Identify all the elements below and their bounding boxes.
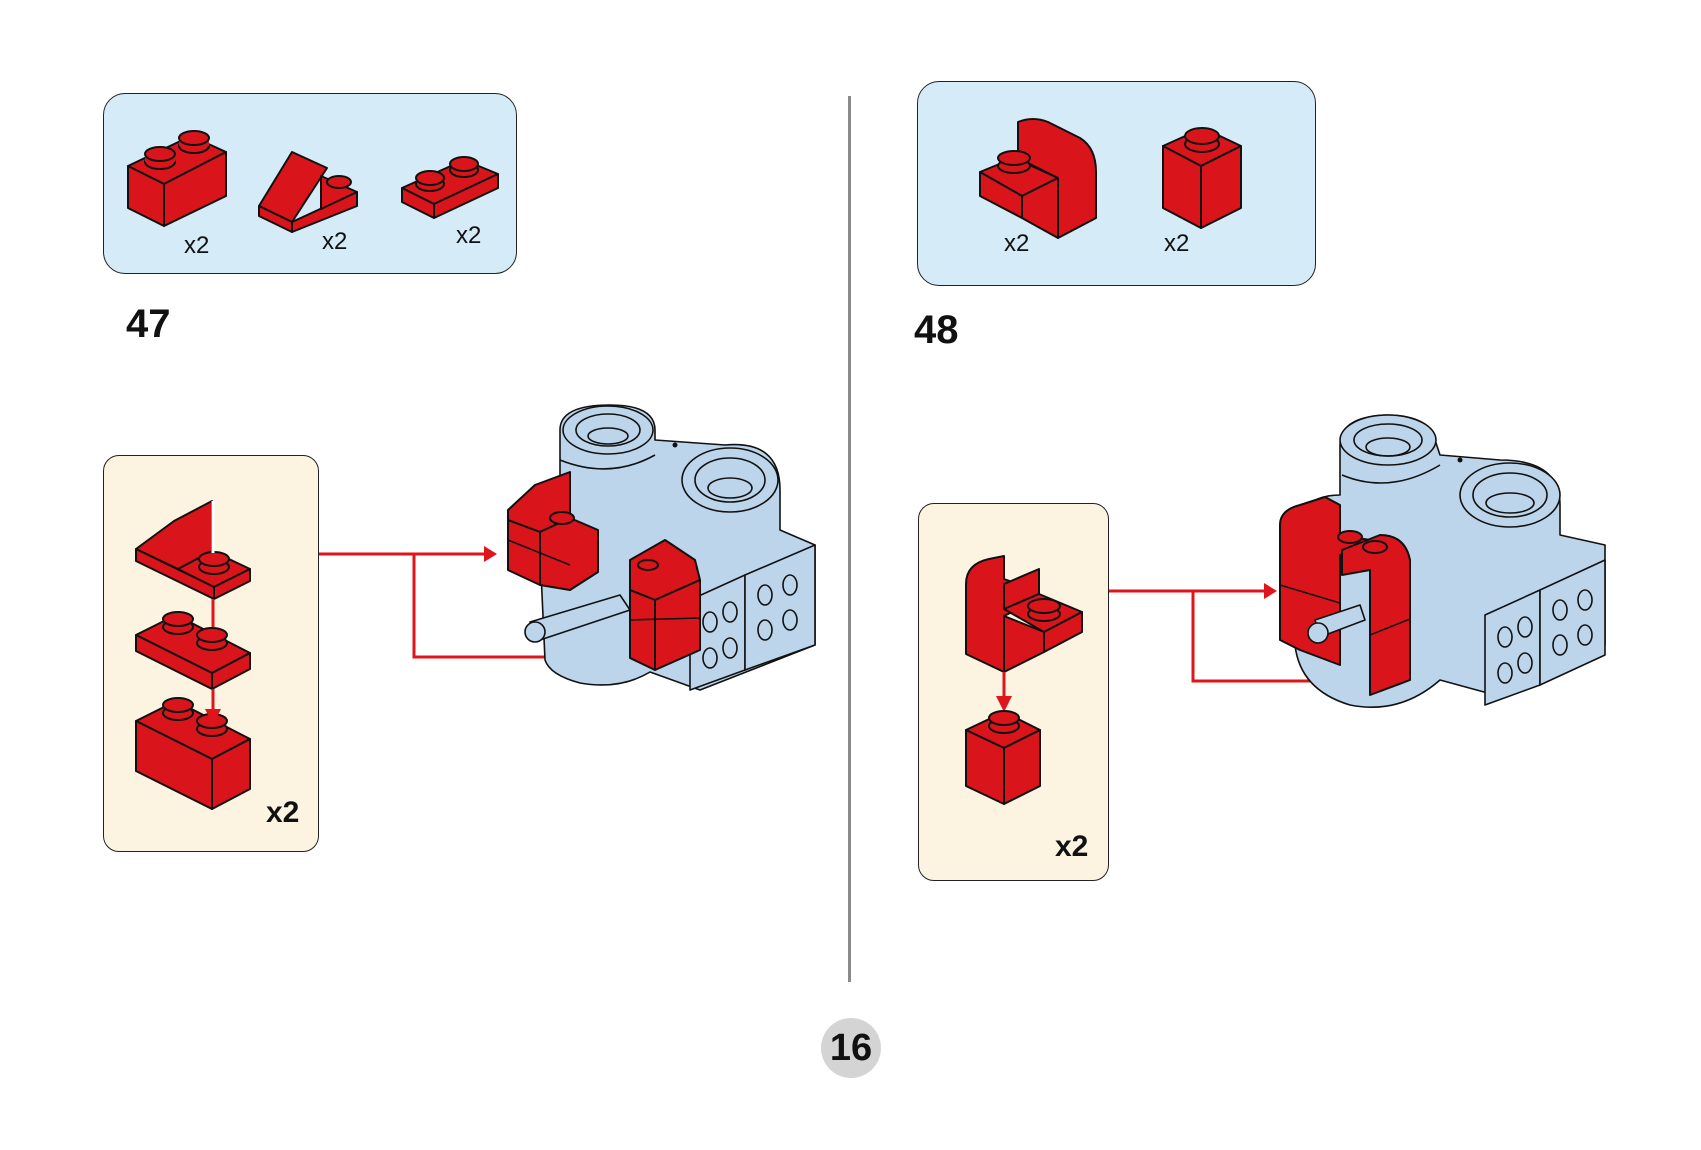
brick-1x1-icon bbox=[1162, 127, 1242, 229]
step-48-parts-box: x2 x2 bbox=[917, 81, 1316, 286]
step-divider bbox=[848, 96, 851, 982]
step-47-subassembly-box: x2 bbox=[103, 455, 319, 852]
step-number: 47 bbox=[126, 302, 171, 346]
step-48-subassembly-box: x2 bbox=[918, 503, 1109, 881]
brick-1x1-icon bbox=[965, 710, 1041, 805]
part-quantity: x2 bbox=[1164, 230, 1190, 257]
brick-1x2-icon bbox=[127, 130, 227, 227]
slope-1x2-inverted-icon bbox=[258, 151, 358, 233]
part-quantity: x2 bbox=[184, 232, 210, 259]
part-quantity: x2 bbox=[456, 222, 482, 249]
part-quantity: x2 bbox=[322, 228, 348, 255]
brick-1x2-icon bbox=[135, 697, 251, 810]
plate-1x2-icon bbox=[135, 611, 251, 690]
subassembly-quantity: x2 bbox=[1055, 830, 1089, 863]
plate-1x2-icon bbox=[401, 156, 499, 219]
brick-curved-bracket-icon bbox=[965, 555, 1083, 673]
step-47-parts-box: x2 x2 x2 bbox=[103, 93, 517, 274]
subassembly-stack bbox=[965, 555, 1083, 805]
slope-1x2-icon bbox=[135, 500, 251, 600]
step-47-model-illustration bbox=[507, 404, 816, 691]
subassembly-stack bbox=[135, 500, 251, 810]
step-number: 48 bbox=[914, 308, 959, 352]
brick-curved-bracket-icon bbox=[979, 118, 1097, 239]
part-quantity: x2 bbox=[1004, 230, 1030, 257]
step-48-model-illustration bbox=[1279, 414, 1606, 708]
subassembly-quantity: x2 bbox=[266, 796, 300, 829]
page-number: 16 bbox=[821, 1018, 881, 1078]
